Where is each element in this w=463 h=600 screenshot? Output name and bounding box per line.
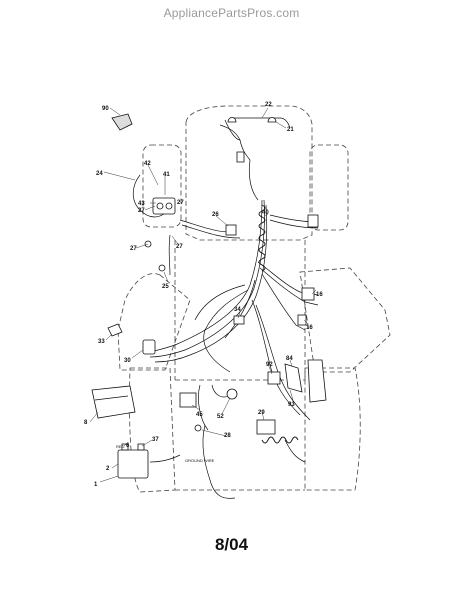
callout-21: 21 bbox=[287, 127, 294, 133]
watermark: AppliancePartsPros.com bbox=[163, 6, 300, 20]
ground-wire-tag: GROUND WIRE bbox=[185, 458, 215, 463]
callout-25: 25 bbox=[162, 284, 169, 290]
callout-27-a: 27 bbox=[138, 208, 145, 214]
battery-tag: RED bbox=[116, 444, 125, 449]
components bbox=[91, 113, 327, 479]
coiled-wire bbox=[258, 204, 299, 444]
callout-34: 34 bbox=[234, 307, 241, 313]
callout-45: 45 bbox=[196, 412, 203, 418]
callout-42: 42 bbox=[144, 161, 151, 167]
callout-22: 22 bbox=[265, 102, 272, 108]
callout-27-c: 27 bbox=[130, 246, 137, 252]
callout-84: 84 bbox=[286, 356, 293, 362]
callout-93: 93 bbox=[288, 402, 295, 408]
callout-28: 28 bbox=[224, 433, 231, 439]
callout-33: 33 bbox=[98, 339, 105, 345]
callout-29: 29 bbox=[258, 410, 265, 416]
callout-8: 8 bbox=[84, 420, 88, 426]
callout-43: 43 bbox=[138, 201, 145, 207]
callout-24: 24 bbox=[96, 171, 103, 177]
callout-27-b: 27 bbox=[177, 200, 184, 206]
callout-90: 90 bbox=[102, 106, 109, 112]
callout-41: 41 bbox=[163, 172, 170, 178]
leader-lines bbox=[89, 107, 317, 483]
callout-27-d: 27 bbox=[176, 244, 183, 250]
callout-6: 6 bbox=[126, 443, 130, 449]
callout-52: 52 bbox=[217, 414, 224, 420]
wire-harness bbox=[132, 117, 319, 499]
callout-1: 1 bbox=[94, 482, 98, 488]
callout-92: 92 bbox=[266, 362, 273, 368]
callout-30: 30 bbox=[124, 358, 131, 364]
callout-16-a: 16 bbox=[316, 292, 323, 298]
callouts: 90 22 21 24 42 41 43 27 27 27 27 26 40 2… bbox=[84, 102, 323, 488]
tractor-outline bbox=[117, 105, 391, 493]
callout-2: 2 bbox=[106, 466, 110, 472]
callout-40: 40 bbox=[262, 210, 269, 216]
callout-16-b: 16 bbox=[306, 325, 313, 331]
date-stamp: 8/04 bbox=[214, 535, 249, 554]
callout-37: 37 bbox=[152, 437, 159, 443]
callout-26: 26 bbox=[212, 212, 219, 218]
